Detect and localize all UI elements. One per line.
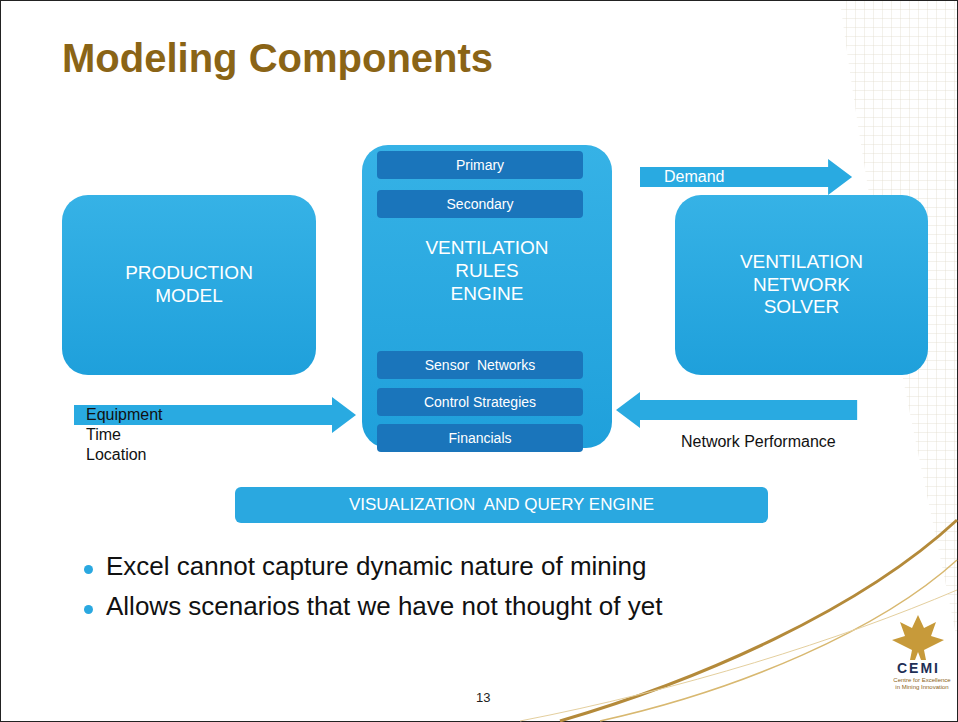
box-text: Financials	[448, 430, 511, 446]
rule-box: Primary	[377, 151, 583, 179]
page-number: 13	[476, 690, 490, 705]
rule-box: Financials	[377, 424, 583, 452]
bullet-text: Excel cannot capture dynamic nature of m…	[106, 551, 647, 582]
edge-label: Equipment Time Location	[86, 405, 163, 465]
box-text: VENTILATION NETWORK SOLVER	[740, 251, 863, 319]
bullet-dot	[84, 565, 93, 574]
process-box: VENTILATION NETWORK SOLVER	[675, 195, 928, 375]
bullet-dot	[84, 605, 93, 614]
logo-subtitle: Centre for Excellence in Mining Innovati…	[893, 677, 951, 691]
logo-text: CEMI	[897, 660, 940, 676]
block-arrow	[640, 159, 852, 195]
edge-label: Network Performance	[681, 432, 836, 452]
box-text: PRODUCTION MODEL	[125, 262, 253, 308]
engine-box: VENTILATION RULES ENGINE PrimarySecondary…	[362, 145, 612, 448]
block-arrow	[616, 392, 857, 428]
engine-band: VISUALIZATION AND QUERY ENGINE	[235, 487, 768, 523]
box-text: Secondary	[447, 196, 514, 212]
rule-box: Sensor Networks	[377, 351, 583, 379]
box-text: Control Strategies	[424, 394, 536, 410]
rule-box: Secondary	[377, 190, 583, 218]
box-text: VENTILATION RULES ENGINE	[425, 237, 548, 305]
slide-title: Modeling Components	[62, 36, 493, 81]
box-text: Sensor Networks	[425, 357, 535, 373]
edge-label: Demand	[664, 167, 724, 187]
process-box: PRODUCTION MODEL	[62, 195, 316, 375]
rule-box: Control Strategies	[377, 388, 583, 416]
box-text: Primary	[456, 157, 504, 173]
box-text: VISUALIZATION AND QUERY ENGINE	[349, 495, 654, 515]
bullet-text: Allows scenarios that we have not though…	[106, 591, 662, 622]
